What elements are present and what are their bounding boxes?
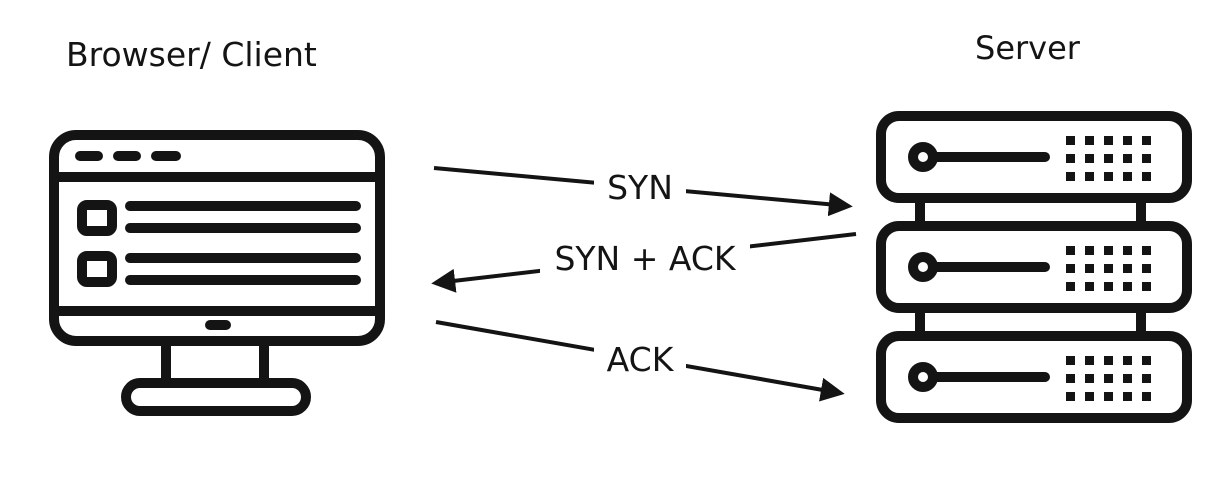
server-vent-dot — [1123, 392, 1132, 401]
server-vent-dot — [1104, 264, 1113, 273]
server-vent-dot — [1066, 154, 1075, 163]
server-vent-dot — [1123, 282, 1132, 291]
server-vent-dot — [1142, 392, 1151, 401]
server-vent-dot — [1142, 356, 1151, 365]
server-vent-dot — [1066, 136, 1075, 145]
server-title: Server — [975, 29, 1080, 67]
server-vent-dot — [1104, 282, 1113, 291]
server-vent-dot — [1142, 374, 1151, 383]
server-vent-dot — [1123, 356, 1132, 365]
server-vent-dot — [1085, 172, 1094, 181]
server-vent-dot — [1104, 246, 1113, 255]
server-vent-dot — [1085, 374, 1094, 383]
server-vent-dot — [1142, 264, 1151, 273]
server-vent-dot — [1123, 136, 1132, 145]
server-vent-dot — [1066, 172, 1075, 181]
server-vent-dot — [1066, 356, 1075, 365]
server-vent-dot — [1066, 374, 1075, 383]
server-vent-dot — [1066, 282, 1075, 291]
server-vent-dot — [1123, 246, 1132, 255]
server-vent-dot — [1104, 356, 1113, 365]
server-vent-dot — [1123, 374, 1132, 383]
ack-message: ACK — [435, 320, 845, 402]
server-vent-dot — [1085, 154, 1094, 163]
server-vent-dot — [1104, 172, 1113, 181]
server-vent-dot — [1123, 154, 1132, 163]
client-title: Browser/ Client — [66, 35, 317, 74]
syn-ack-label: SYN + ACK — [554, 239, 736, 278]
server-vent-dot — [1123, 264, 1132, 273]
server-rack-icon — [876, 111, 1192, 423]
server-vent-dot — [1085, 136, 1094, 145]
server-vent-dot — [1142, 246, 1151, 255]
desktop-browser-icon — [49, 130, 385, 416]
server-vent-dot — [1104, 136, 1113, 145]
syn-message: SYN — [433, 166, 853, 217]
server-vent-dot — [1085, 246, 1094, 255]
server-vent-dot — [1142, 154, 1151, 163]
server-vent-dot — [1104, 154, 1113, 163]
server-vent-dot — [1104, 374, 1113, 383]
server-vent-dot — [1142, 136, 1151, 145]
server-vent-dot — [1085, 282, 1094, 291]
syn-label: SYN — [607, 168, 673, 207]
server-vent-dot — [1104, 392, 1113, 401]
server-vent-dot — [1066, 392, 1075, 401]
server-vent-dot — [1142, 172, 1151, 181]
syn-ack-message: SYN + ACK — [431, 232, 857, 293]
server-vent-dot — [1085, 264, 1094, 273]
server-vent-dot — [1085, 356, 1094, 365]
server-vent-dot — [1066, 246, 1075, 255]
server-vent-dot — [1123, 172, 1132, 181]
server-vent-dot — [1142, 282, 1151, 291]
server-vent-dot — [1085, 392, 1094, 401]
server-vent-dot — [1066, 264, 1075, 273]
ack-label: ACK — [607, 340, 675, 379]
